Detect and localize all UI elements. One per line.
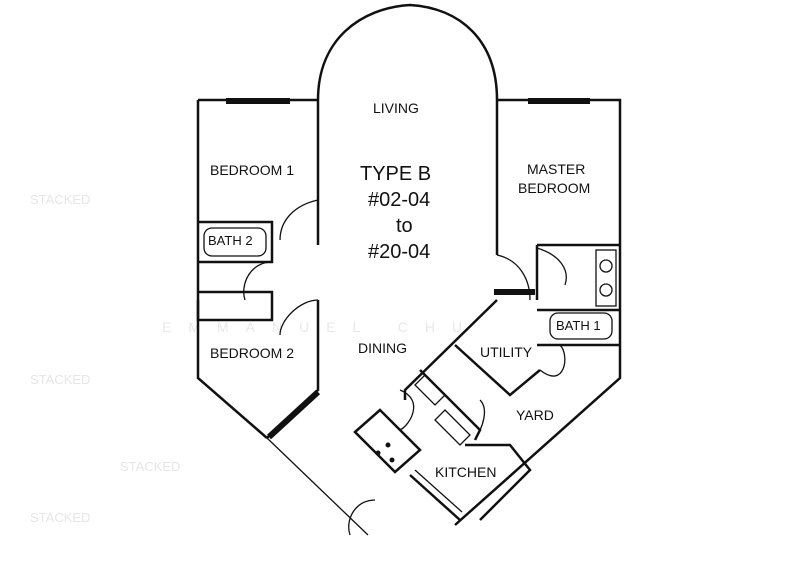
units-from: #02-04 (368, 189, 430, 211)
plan-title: TYPE B (360, 163, 431, 185)
units-to-word: to (396, 215, 413, 237)
room-label-bath-1: BATH 1 (556, 318, 601, 333)
room-label-living: LIVING (373, 100, 419, 116)
watermark-stacked: STACKED (30, 192, 90, 207)
watermark-stacked: STACKED (30, 510, 90, 525)
room-label-dining: DINING (358, 340, 407, 356)
room-label-yard: YARD (516, 407, 554, 423)
room-label-bedroom-2: BEDROOM 2 (210, 345, 294, 361)
watermark-stacked: STACKED (120, 459, 180, 474)
watermark: STACKED STACKED STACKED STACKED EMMANUEL… (30, 192, 479, 525)
room-label-master: MASTER (527, 161, 585, 177)
room-label-bedroom-1: BEDROOM 1 (210, 162, 294, 178)
room-label-master-bedroom: BEDROOM (518, 180, 590, 196)
units-to: #20-04 (368, 241, 430, 263)
room-label-kitchen: KITCHEN (435, 464, 496, 480)
room-label-utility: UTILITY (480, 344, 533, 360)
watermark-stacked: STACKED (30, 372, 90, 387)
walls (196, 3, 622, 536)
room-label-bath-2: BATH 2 (208, 233, 253, 248)
watermark-name: EMMANUEL CHU (162, 319, 479, 335)
room-labels: LIVING BEDROOM 1 BATH 2 BEDROOM 2 TYPE B… (208, 100, 601, 480)
